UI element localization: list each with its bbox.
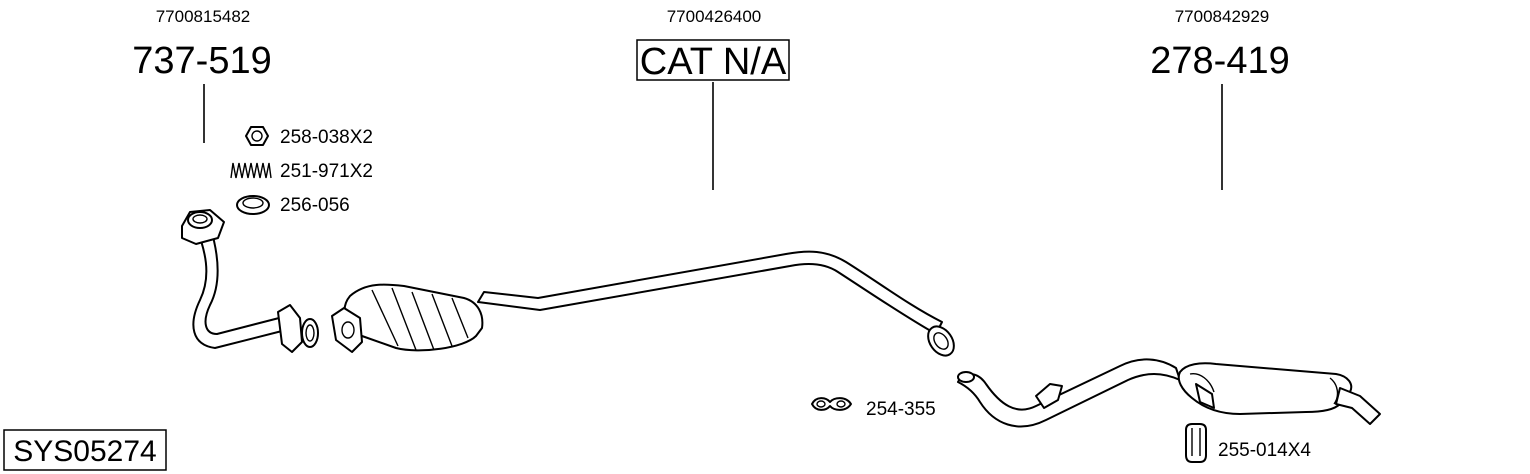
system-code: SYS05274	[13, 435, 156, 468]
catalyst-drawing	[331, 250, 955, 357]
part-number-rear-silencer: 278-419	[1150, 40, 1289, 82]
accessory-label-spring: 251-971X2	[280, 161, 373, 182]
accessory-label-clamp: 254-355	[866, 399, 936, 420]
part-number-box-catalyst	[636, 39, 790, 81]
oem-number-front-pipe: 7700815482	[156, 7, 251, 26]
accessory-label-gasket: 256-056	[280, 195, 350, 216]
pipe-clamp-icon	[811, 397, 852, 411]
system-code-box	[3, 429, 167, 471]
nut-icon	[245, 126, 269, 146]
part-number-catalyst: CAT N/A	[640, 41, 787, 83]
oem-number-catalyst: 7700426400	[667, 7, 762, 26]
accessory-label-rubber-mount: 255-014X4	[1218, 440, 1311, 461]
part-number-front-pipe: 737-519	[132, 40, 271, 82]
rear-silencer-drawing	[957, 358, 1381, 428]
rubber-mount-icon	[1185, 423, 1207, 463]
oem-number-rear-silencer: 7700842929	[1175, 7, 1270, 26]
spring-icon	[230, 162, 272, 179]
accessory-label-nut: 258-038X2	[280, 127, 373, 148]
gasket-ring-icon	[236, 195, 270, 215]
front-pipe-drawing	[181, 209, 319, 353]
